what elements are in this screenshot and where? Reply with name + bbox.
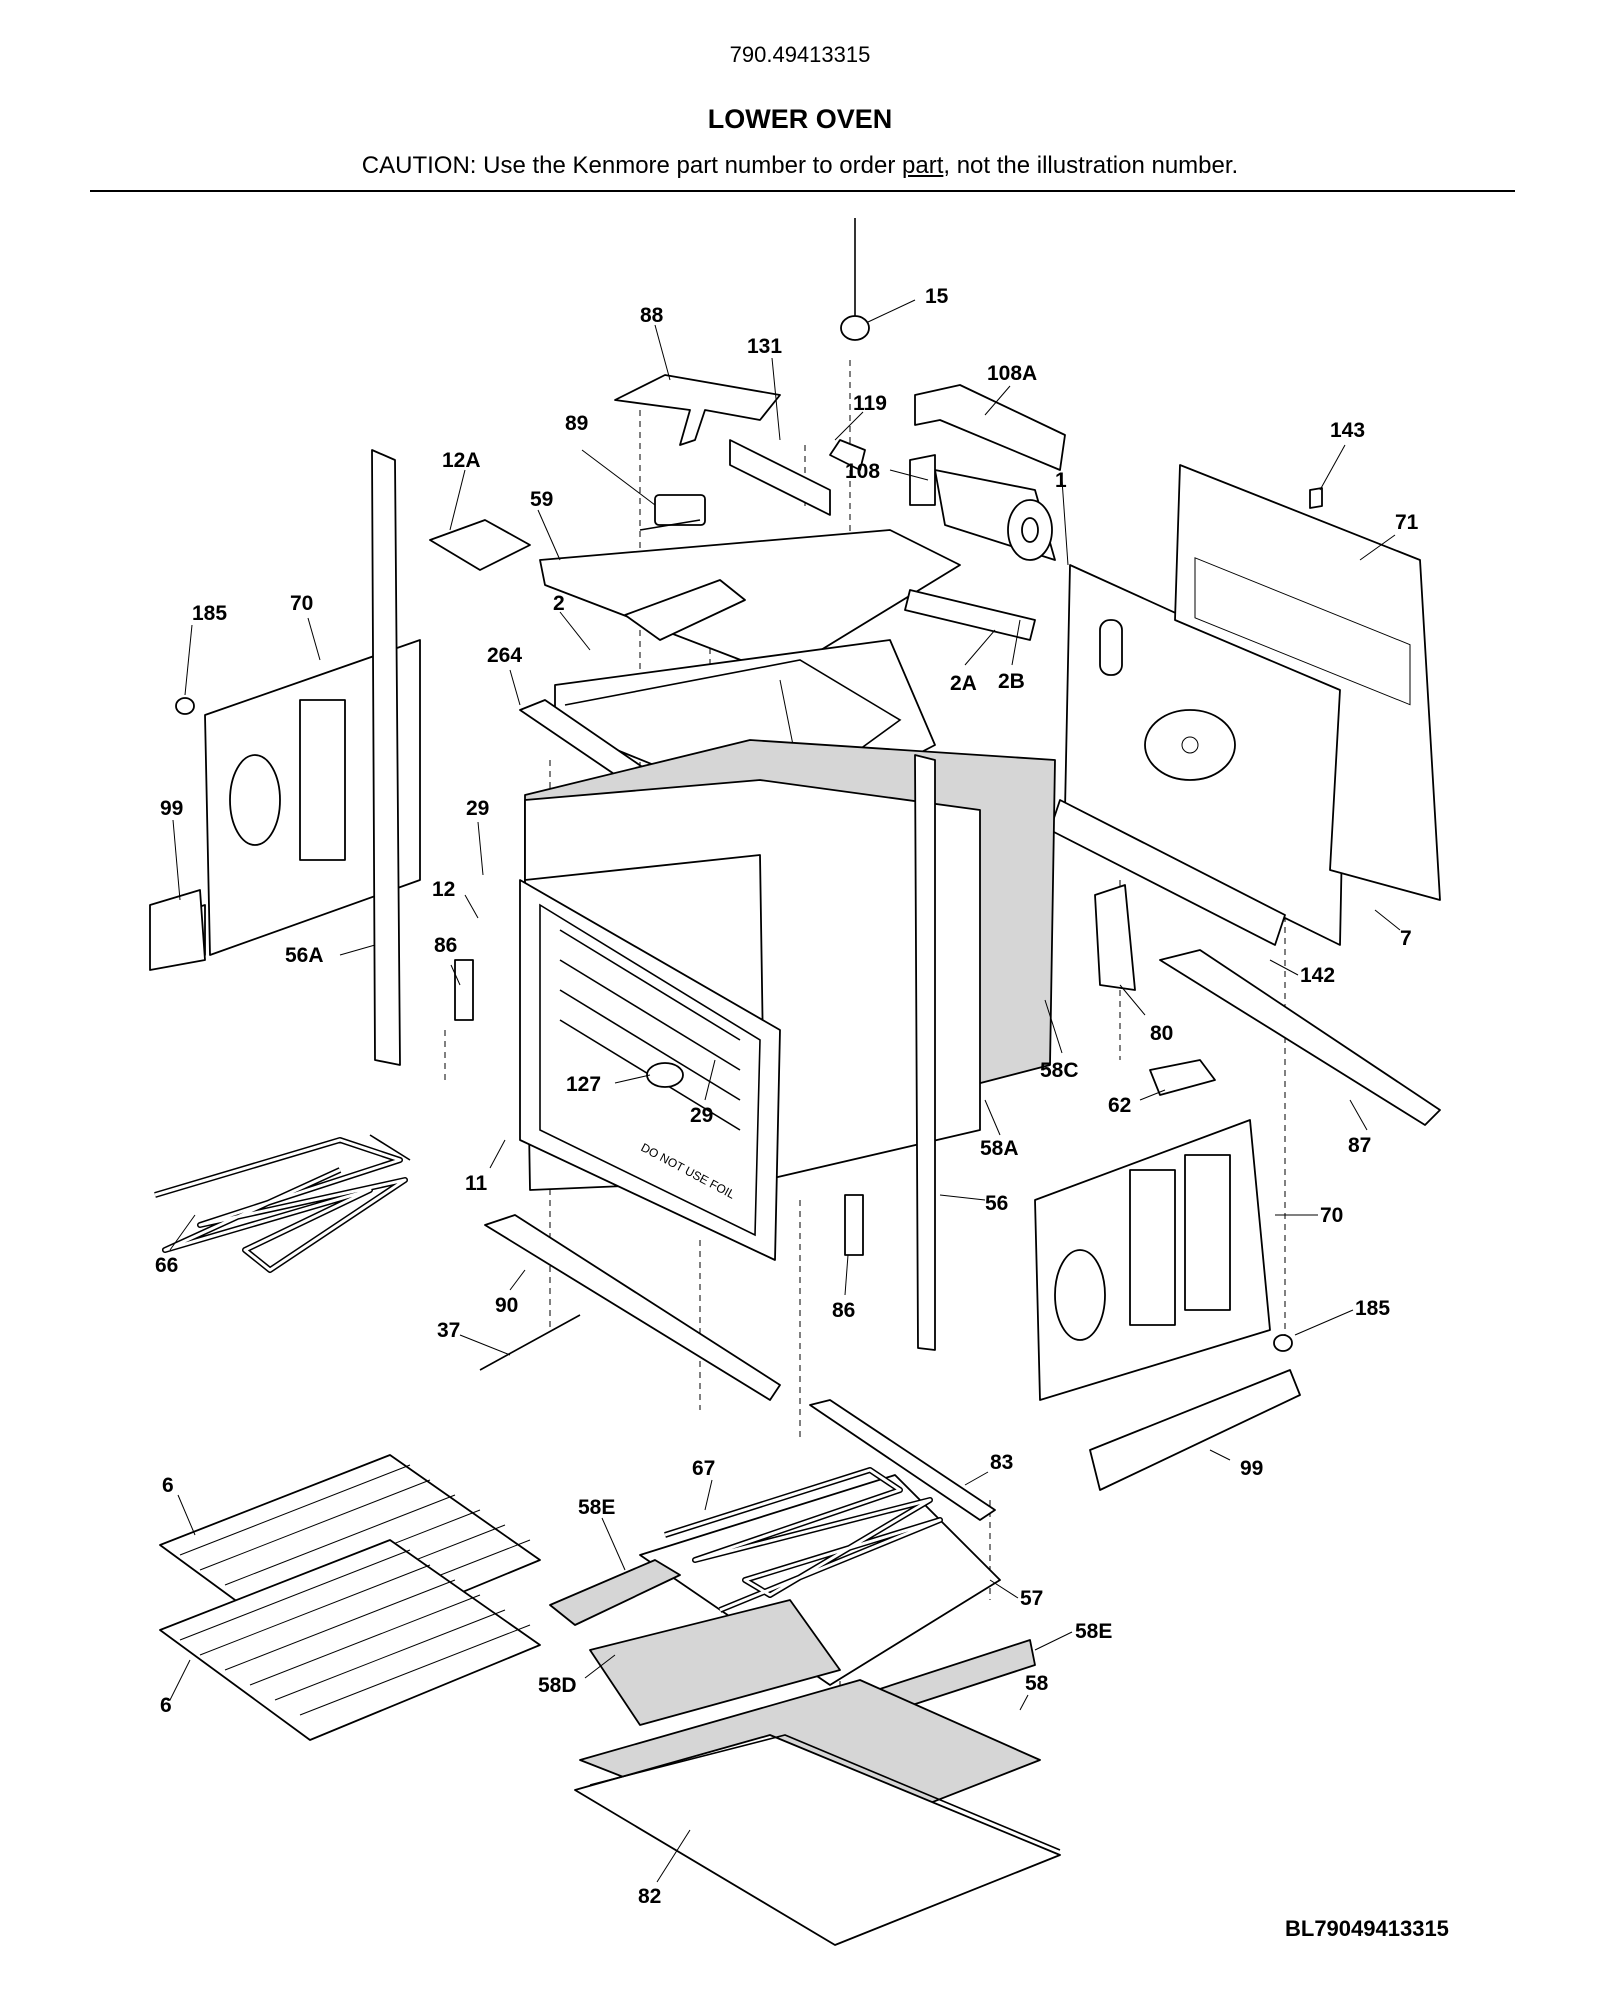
callout-57: 57: [1020, 1587, 1043, 1610]
callout-86-upper: 86: [434, 934, 457, 957]
top-duct-assembly: [614, 374, 866, 516]
front-bottom-trim: [484, 1214, 781, 1401]
callout-1: 1: [1055, 469, 1067, 492]
callout-127: 127: [566, 1073, 601, 1096]
callout-58E-left: 58E: [578, 1496, 615, 1519]
left-bumper-plug: [175, 697, 195, 715]
callout-185-left: 185: [192, 602, 227, 625]
callout-58D: 58D: [538, 1674, 577, 1697]
oven-front-frame: DO NOT USE FOIL: [519, 879, 781, 1261]
callout-59: 59: [530, 488, 553, 511]
callout-leaders: [169, 299, 1401, 1883]
callout-108A: 108A: [987, 362, 1037, 385]
callout-6-upper: 6: [162, 1474, 174, 1497]
right-side-panel: [1034, 1119, 1271, 1401]
callout-37: 37: [437, 1319, 460, 1342]
right-bottom-rail: [1089, 1369, 1301, 1491]
callout-56: 56: [985, 1192, 1008, 1215]
callout-89: 89: [565, 412, 588, 435]
callout-67: 67: [692, 1457, 715, 1480]
oven-bottom-pan: [574, 1734, 1061, 1946]
heat-shield-plate: [429, 519, 531, 571]
temperature-sensor-probe: [840, 218, 870, 341]
callout-7: 7: [1400, 927, 1412, 950]
callout-labels: 15 88 131 119 108A 89 108 1 143 12A 59 7…: [155, 285, 1419, 1908]
callout-88: 88: [640, 304, 664, 327]
section-title: LOWER OVEN: [707, 104, 893, 134]
callout-86-lower: 86: [832, 1299, 855, 1322]
callout-71: 71: [1395, 511, 1419, 534]
duct-channel: [904, 589, 1036, 641]
callout-99-left: 99: [160, 797, 183, 820]
callout-58E-right: 58E: [1075, 1620, 1112, 1643]
callout-2: 2: [553, 592, 565, 615]
caution-text-end: , not the illustration number.: [943, 152, 1239, 179]
callout-142: 142: [1300, 964, 1335, 987]
sensor-probe: [479, 1314, 581, 1371]
left-door-hinge-receptacle: [454, 959, 474, 1021]
callout-56A: 56A: [285, 944, 324, 967]
callout-143: 143: [1330, 419, 1365, 442]
callout-29-lower: 29: [690, 1104, 713, 1127]
element-mount-bracket: [809, 1399, 996, 1521]
callout-87: 87: [1348, 1134, 1371, 1157]
insulation-strip-left: [549, 1559, 681, 1626]
callout-90: 90: [495, 1294, 518, 1317]
small-clip: [1309, 487, 1323, 509]
caution-part-link[interactable]: part: [902, 152, 944, 179]
callout-70-right: 70: [1320, 1204, 1343, 1227]
callout-80: 80: [1150, 1022, 1173, 1045]
callout-12A: 12A: [442, 449, 481, 472]
callout-58A: 58A: [980, 1137, 1019, 1160]
oven-rack-lower: [159, 1539, 541, 1741]
callout-83: 83: [990, 1451, 1013, 1474]
terminal-block: [1149, 1059, 1216, 1096]
diagram-code: BL79049413315: [1285, 1916, 1449, 1941]
callout-2B: 2B: [998, 670, 1025, 693]
callout-185-right: 185: [1355, 1297, 1390, 1320]
callout-58C: 58C: [1040, 1059, 1079, 1082]
right-bumper-plug: [1273, 1334, 1293, 1352]
model-number: 790.49413315: [729, 42, 871, 67]
callout-11: 11: [465, 1172, 488, 1195]
broil-element: [154, 1134, 411, 1273]
damper-motor: [639, 494, 706, 531]
insulation-blanket-front: [589, 1599, 841, 1726]
right-door-hinge-receptacle: [844, 1194, 864, 1256]
callout-119: 119: [853, 392, 887, 415]
right-vertical-support: [914, 754, 936, 1351]
top-heat-shield: [539, 529, 961, 676]
callout-108: 108: [845, 460, 880, 483]
header-divider: [90, 190, 1515, 192]
callout-58: 58: [1025, 1672, 1049, 1695]
callout-264: 264: [487, 644, 522, 667]
callout-2A: 2A: [950, 672, 977, 695]
callout-6-lower: 6: [160, 1694, 172, 1717]
callout-12: 12: [432, 878, 455, 901]
bottom-rear-rail: [1159, 949, 1441, 1126]
callout-99-right: 99: [1240, 1457, 1263, 1480]
caution-note: CAUTION: Use the Kenmore part number to …: [0, 152, 1600, 180]
callout-82: 82: [638, 1885, 661, 1908]
caution-text: CAUTION: Use the Kenmore part number to …: [361, 152, 902, 179]
callout-62: 62: [1108, 1094, 1131, 1117]
callout-15: 15: [925, 285, 949, 308]
callout-131: 131: [747, 335, 782, 358]
left-bottom-rail: [149, 889, 206, 971]
convection-blower: [909, 384, 1066, 561]
mounting-bracket: [1094, 884, 1136, 991]
left-vertical-support: [371, 449, 401, 1066]
callout-29-upper: 29: [466, 797, 489, 820]
callout-70-left: 70: [290, 592, 313, 615]
rear-shield-panel: [1174, 464, 1441, 901]
callout-66: 66: [155, 1254, 178, 1277]
